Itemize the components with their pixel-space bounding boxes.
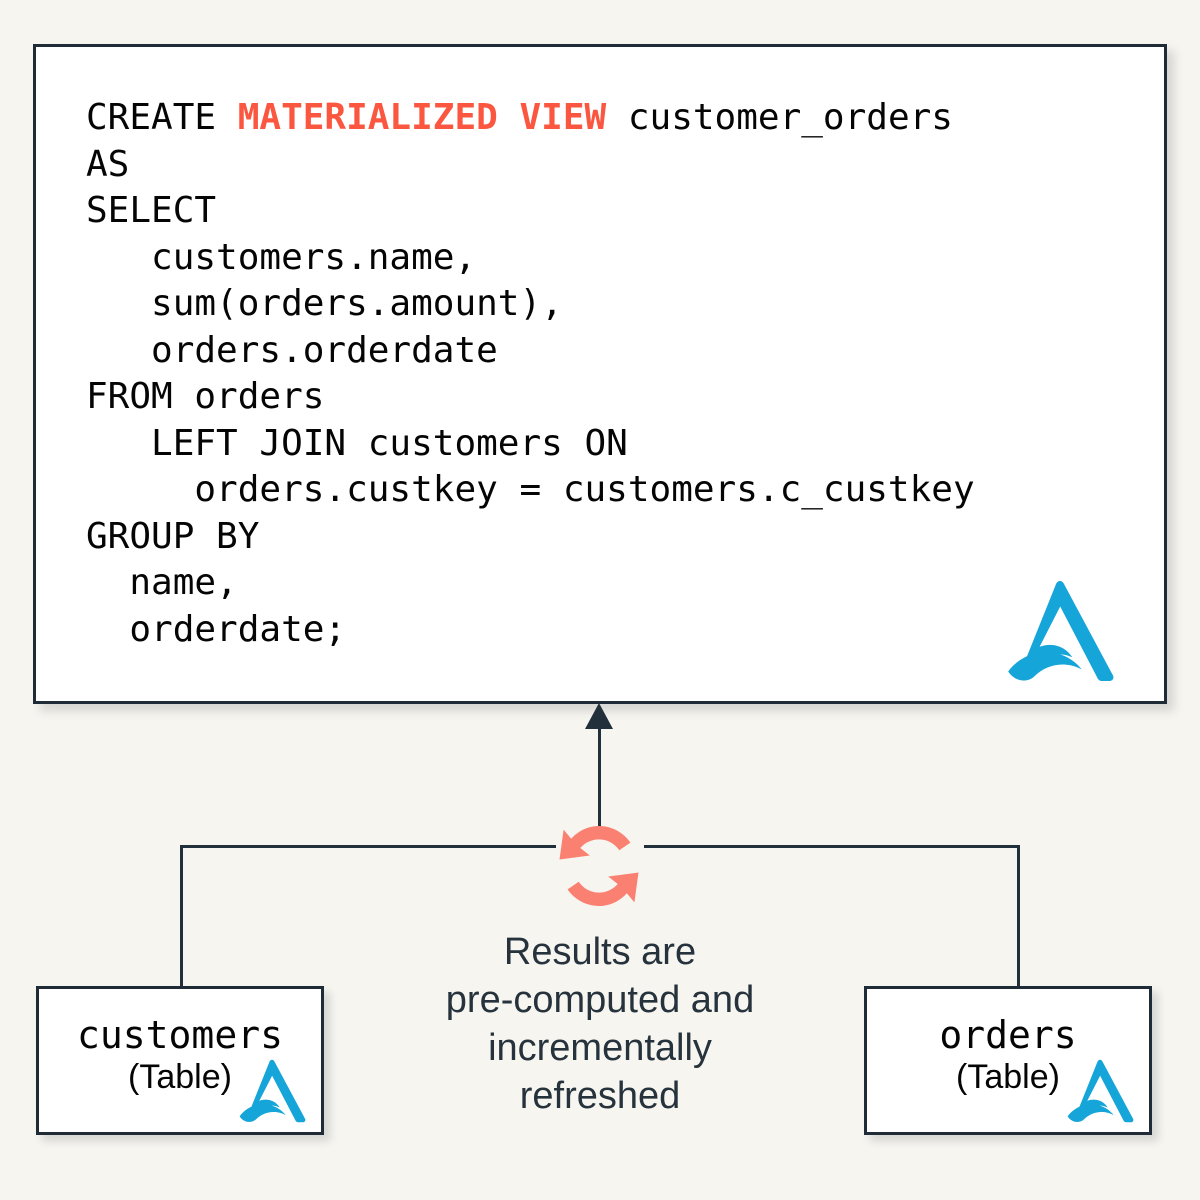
sql-code-text: orders.orderdate xyxy=(86,329,498,371)
sql-code-block: CREATE MATERIALIZED VIEW customer_orders… xyxy=(86,95,1154,653)
sql-code-text: LEFT JOIN customers ON xyxy=(86,422,628,464)
sql-code-line: orderdate; xyxy=(86,607,1154,654)
sql-code-text: orderdate; xyxy=(86,608,347,650)
sql-code-line: CREATE MATERIALIZED VIEW customer_orders xyxy=(86,95,1154,142)
sql-code-text: CREATE xyxy=(86,97,238,138)
right-branch-horizontal-line xyxy=(644,845,1020,848)
refresh-icon xyxy=(559,826,639,906)
table-kind-orders: (Table) xyxy=(956,1058,1060,1096)
caption-line-4: refreshed xyxy=(519,1075,681,1117)
table-name-orders: orders xyxy=(939,1013,1077,1057)
sql-code-line: sum(orders.amount), xyxy=(86,281,1154,328)
sql-code-line: customers.name, xyxy=(86,235,1154,282)
table-kind-customers: (Table) xyxy=(128,1058,232,1096)
sql-code-text: SELECT xyxy=(86,190,217,231)
sql-code-line: FROM orders xyxy=(86,374,1154,421)
caption-text: Results are pre-computed and incremental… xyxy=(390,928,810,1120)
sql-code-line: LEFT JOIN customers ON xyxy=(86,421,1154,468)
sql-code-line: SELECT xyxy=(86,188,1154,235)
sql-code-line: orders.orderdate xyxy=(86,328,1154,375)
sql-code-text: GROUP BY xyxy=(86,515,260,557)
sql-keyword-highlight: MATERIALIZED VIEW xyxy=(237,97,607,138)
sql-code-line: orders.custkey = customers.c_custkey xyxy=(86,467,1154,514)
view-arrow-head xyxy=(585,703,613,729)
sql-code-text: sum(orders.amount), xyxy=(86,283,563,324)
caption-line-2: pre-computed and xyxy=(445,979,755,1021)
left-branch-horizontal-line xyxy=(180,845,556,848)
view-arrow-shaft xyxy=(598,722,601,830)
sql-code-line: AS xyxy=(86,142,1154,189)
sql-code-text: FROM orders xyxy=(86,376,325,417)
sql-code-line: name, xyxy=(86,560,1154,607)
materialized-view-sql-card: CREATE MATERIALIZED VIEW customer_orders… xyxy=(33,44,1167,704)
sql-code-text: customer_orders xyxy=(606,97,953,138)
table-box-customers: customers (Table) xyxy=(36,986,324,1135)
table-name-customers: customers xyxy=(77,1013,283,1057)
sql-code-text: name, xyxy=(86,562,238,603)
sql-code-line: GROUP BY xyxy=(86,514,1154,561)
table-box-orders: orders (Table) xyxy=(864,986,1152,1135)
caption-line-1: Results are xyxy=(503,931,697,973)
sql-code-text: orders.custkey = customers.c_custkey xyxy=(86,469,975,510)
sql-code-text: customers.name, xyxy=(86,236,477,278)
right-branch-vertical-line xyxy=(1017,845,1020,988)
left-branch-vertical-line xyxy=(180,845,183,988)
sql-code-text: AS xyxy=(86,143,130,185)
caption-line-3: incrementally xyxy=(488,1027,712,1069)
